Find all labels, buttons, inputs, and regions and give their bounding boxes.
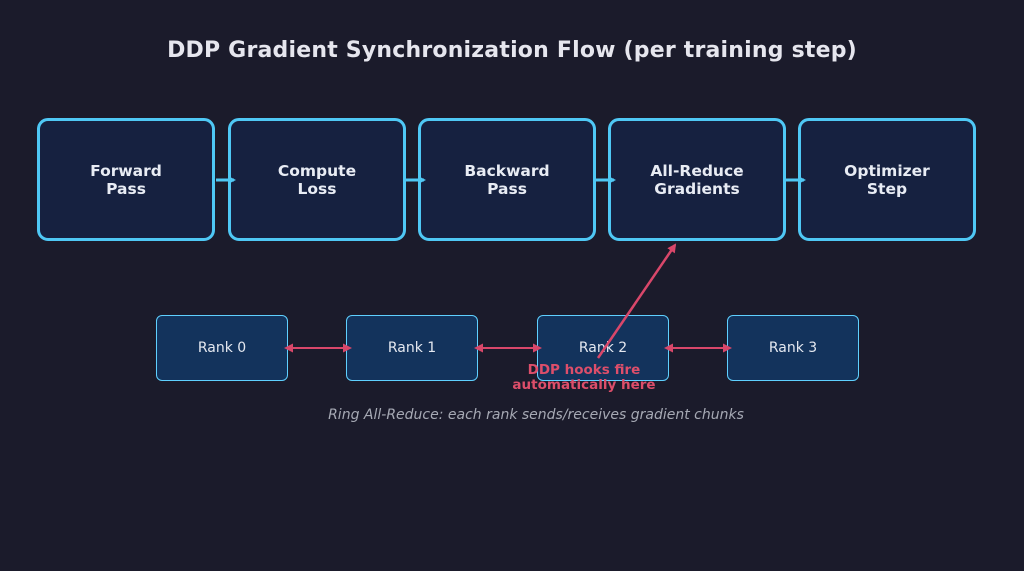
ring-all-reduce-caption: Ring All-Reduce: each rank sends/receive… (328, 407, 744, 423)
step-label-line2: Gradients (654, 179, 740, 198)
step-label-line1: Forward (90, 161, 162, 180)
step-label-line1: All-Reduce (650, 161, 744, 180)
step-label-line1: Optimizer (844, 161, 930, 180)
rank-1-box: Rank 1 (346, 315, 478, 381)
step-label-line2: Pass (487, 179, 527, 198)
rank-0-box: Rank 0 (156, 315, 288, 381)
step-label-line2: Pass (106, 179, 146, 198)
diagram-title: DDP Gradient Synchronization Flow (per t… (167, 38, 857, 63)
rank-3-box: Rank 3 (727, 315, 859, 381)
step-label-line2: Step (866, 179, 908, 198)
step-label-line1: Backward (464, 161, 550, 180)
hook-note-line1: DDP hooks fire (527, 362, 641, 378)
ddp-hooks-annotation: DDP hooks fire automatically here (484, 363, 684, 393)
hook-note-line2: automatically here (512, 377, 656, 393)
step-label-line1: Compute (277, 161, 357, 180)
step-label-line2: Loss (297, 179, 337, 198)
